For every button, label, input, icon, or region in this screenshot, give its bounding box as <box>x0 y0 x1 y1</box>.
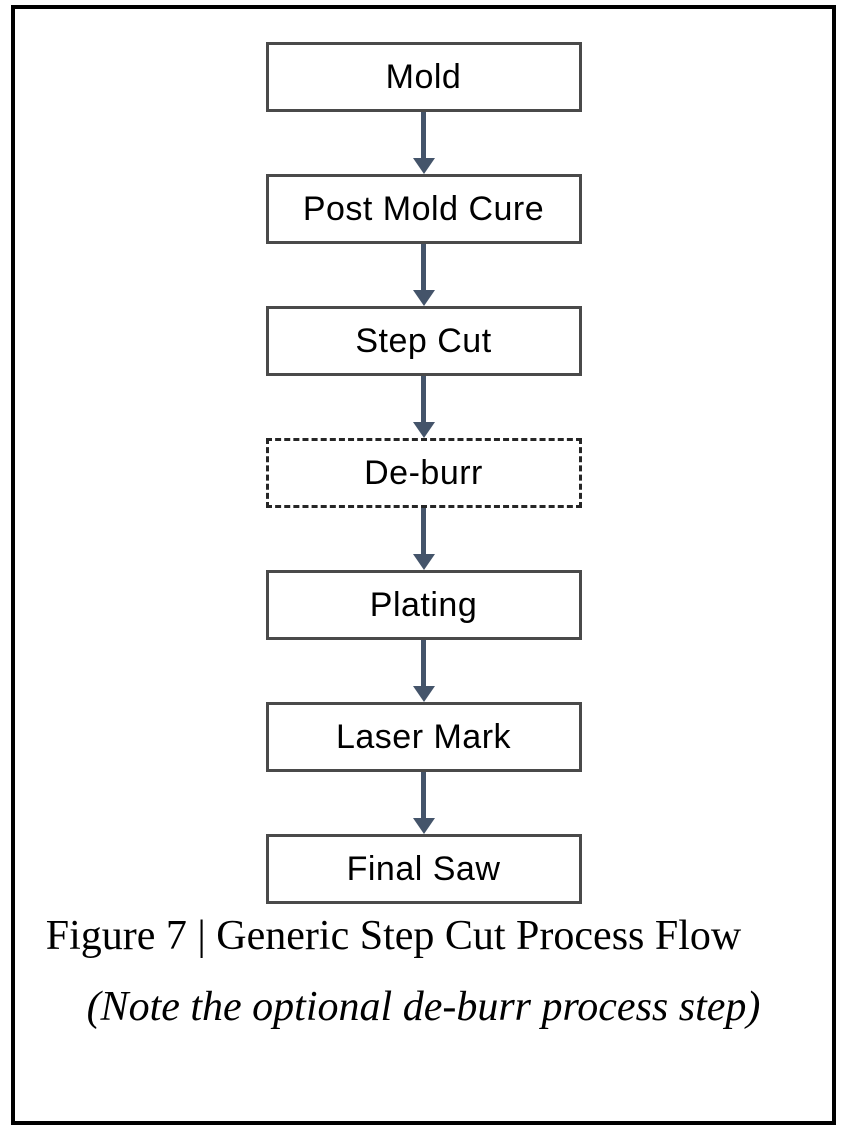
step-box-de-burr: De-burr <box>265 438 582 508</box>
arrow-shaft <box>421 640 426 686</box>
down-arrow-icon <box>412 508 435 570</box>
step-label: Laser Mark <box>335 717 512 756</box>
arrow-shaft <box>421 244 426 290</box>
arrow-head <box>412 158 435 174</box>
step-label: Plating <box>369 585 478 624</box>
process-flow-diagram: Mold Post Mold Cure Step Cut De-burr <box>15 9 832 904</box>
step-box-plating: Plating <box>265 570 582 640</box>
step-label: Post Mold Cure <box>302 189 545 228</box>
down-arrow-icon <box>412 244 435 306</box>
step-label: Mold <box>385 57 462 96</box>
flow-step: Laser Mark <box>265 702 582 834</box>
flow-step: Plating <box>265 570 582 702</box>
arrow-head <box>412 554 435 570</box>
step-box-laser-mark: Laser Mark <box>265 702 582 772</box>
down-arrow-icon <box>412 376 435 438</box>
step-label: De-burr <box>364 453 483 492</box>
arrow-shaft <box>421 772 426 818</box>
arrow-head <box>412 422 435 438</box>
arrow-shaft <box>421 508 426 554</box>
step-box-step-cut: Step Cut <box>265 306 582 376</box>
step-box-final-saw: Final Saw <box>265 834 582 904</box>
arrow-head <box>412 686 435 702</box>
down-arrow-icon <box>412 640 435 702</box>
down-arrow-icon <box>412 772 435 834</box>
down-arrow-icon <box>412 112 435 174</box>
flow-step: Post Mold Cure <box>265 174 582 306</box>
arrow-head <box>412 818 435 834</box>
arrow-shaft <box>421 376 426 422</box>
arrow-head <box>412 290 435 306</box>
flow-step: Mold <box>265 42 582 174</box>
flow-step: De-burr <box>265 438 582 570</box>
arrow-shaft <box>421 112 426 158</box>
flow-step: Final Saw <box>265 834 582 904</box>
step-label: Final Saw <box>346 849 501 888</box>
figure-caption: Figure 7 | Generic Step Cut Process Flow <box>45 913 742 959</box>
step-label: Step Cut <box>355 321 492 360</box>
step-box-mold: Mold <box>265 42 582 112</box>
flow-step: Step Cut <box>265 306 582 438</box>
step-box-post-mold-cure: Post Mold Cure <box>265 174 582 244</box>
figure-border-frame: Mold Post Mold Cure Step Cut De-burr <box>11 5 836 1125</box>
figure-note: (Note the optional de-burr process step) <box>86 983 761 1030</box>
